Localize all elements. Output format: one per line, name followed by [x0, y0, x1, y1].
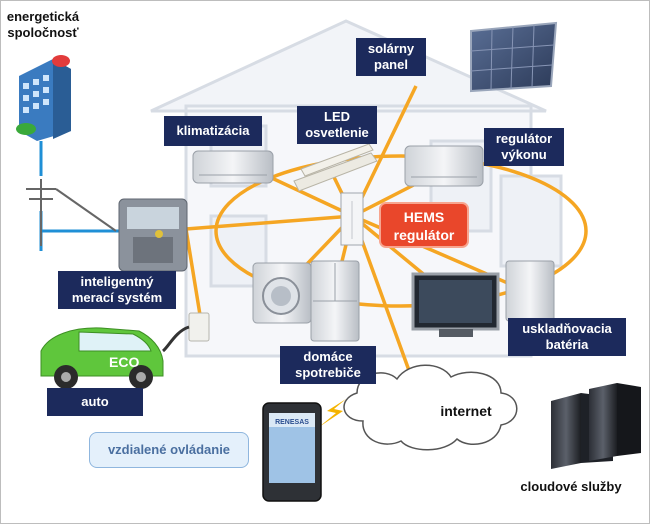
car-label: auto [47, 388, 143, 416]
storage-battery-label: uskladňovacia batéria [508, 318, 626, 356]
led-label-line2: osvetlenie [305, 125, 369, 140]
solar-label-line2: panel [374, 57, 408, 72]
ac-label-text: klimatizácia [176, 123, 250, 138]
internet-label: internet [440, 403, 492, 419]
solar-label-line1: solárny [367, 41, 415, 56]
eco-car-icon: ECO [40, 327, 164, 389]
smartphone-icon: RENESAS [262, 402, 322, 502]
remote-control-text: vzdialené ovládanie [107, 442, 231, 457]
appliances-label-line1: domáce [303, 349, 353, 364]
air-conditioner-icon [192, 150, 274, 184]
led-light-icon [293, 143, 378, 192]
utility-label-line2: spoločnosť [7, 25, 79, 40]
battery-label-line2: batéria [545, 337, 589, 352]
battery-label-line1: uskladňovacia [522, 321, 612, 336]
cloud-services-label: cloudové služby [520, 479, 622, 494]
wireless-signal-icon [319, 399, 346, 427]
utility-pole-icon [26, 179, 117, 246]
car-label-text: auto [81, 394, 109, 409]
solar-panel-label: solárny panel [356, 38, 426, 76]
hems-label-line2: regulátor [393, 227, 455, 243]
meter-label-line2: merací systém [71, 290, 163, 305]
meter-label-line1: inteligentný [80, 274, 154, 289]
cloud-servers-icon [551, 383, 641, 469]
washing-machine-icon [252, 262, 312, 324]
power-regulator-icon [404, 145, 484, 187]
phone-brand: RENESAS [275, 419, 309, 426]
power-regulator-label: regulátor výkonu [484, 128, 564, 166]
utility-label-line1: energetická [6, 9, 80, 24]
led-lighting-label: LED osvetlenie [297, 106, 377, 144]
utility-building-icon [16, 55, 71, 141]
solar-panel-icon [470, 21, 558, 93]
television-icon [411, 272, 500, 337]
appliances-label-line2: spotrebiče [295, 365, 361, 380]
regulator-label-line1: regulátor [495, 131, 553, 146]
refrigerator-icon [310, 260, 360, 342]
led-label-line1: LED [324, 109, 350, 124]
remote-control-bubble: vzdialené ovládanie [89, 432, 249, 468]
appliances-label: domáce spotrebiče [280, 346, 376, 384]
utility-connection [39, 141, 119, 251]
air-conditioner-label: klimatizácia [164, 116, 262, 146]
storage-battery-icon [505, 260, 555, 322]
smart-meter-label: inteligentný merací systém [58, 271, 176, 309]
hems-controller-device-icon [340, 192, 364, 246]
power-outlet-icon [161, 312, 210, 353]
smart-meter-icon [118, 198, 188, 272]
utility-company-label: energetická spoločnosť [5, 9, 81, 41]
hems-label-line1: HEMS [403, 209, 445, 225]
hems-controller-label: HEMS regulátor [379, 202, 469, 248]
regulator-label-line2: výkonu [501, 147, 547, 162]
car-badge: ECO [109, 354, 139, 370]
